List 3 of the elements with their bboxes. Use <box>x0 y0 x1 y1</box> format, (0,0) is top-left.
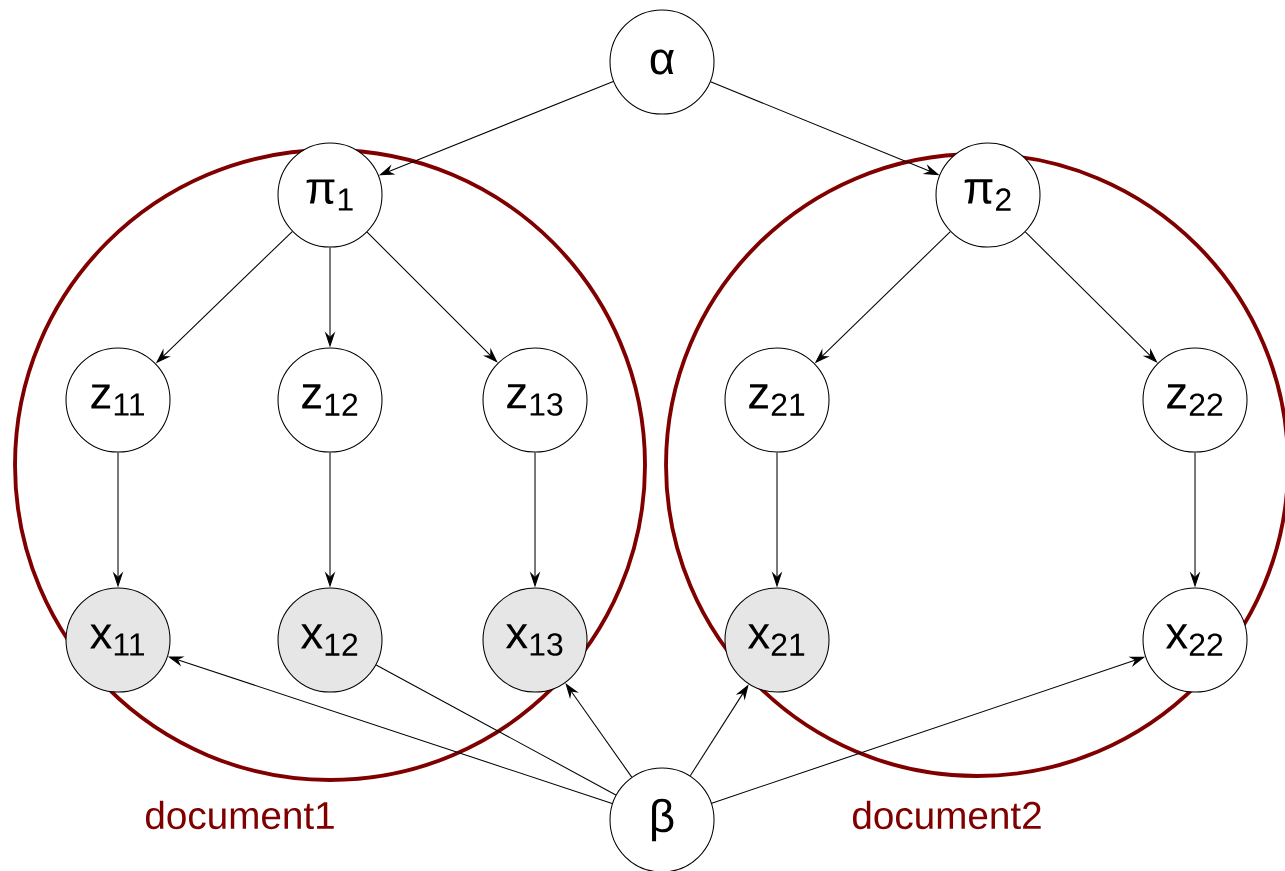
node-label: document2 <box>853 800 1041 830</box>
node-label: document1 <box>145 800 334 830</box>
arrow <box>366 231 498 363</box>
